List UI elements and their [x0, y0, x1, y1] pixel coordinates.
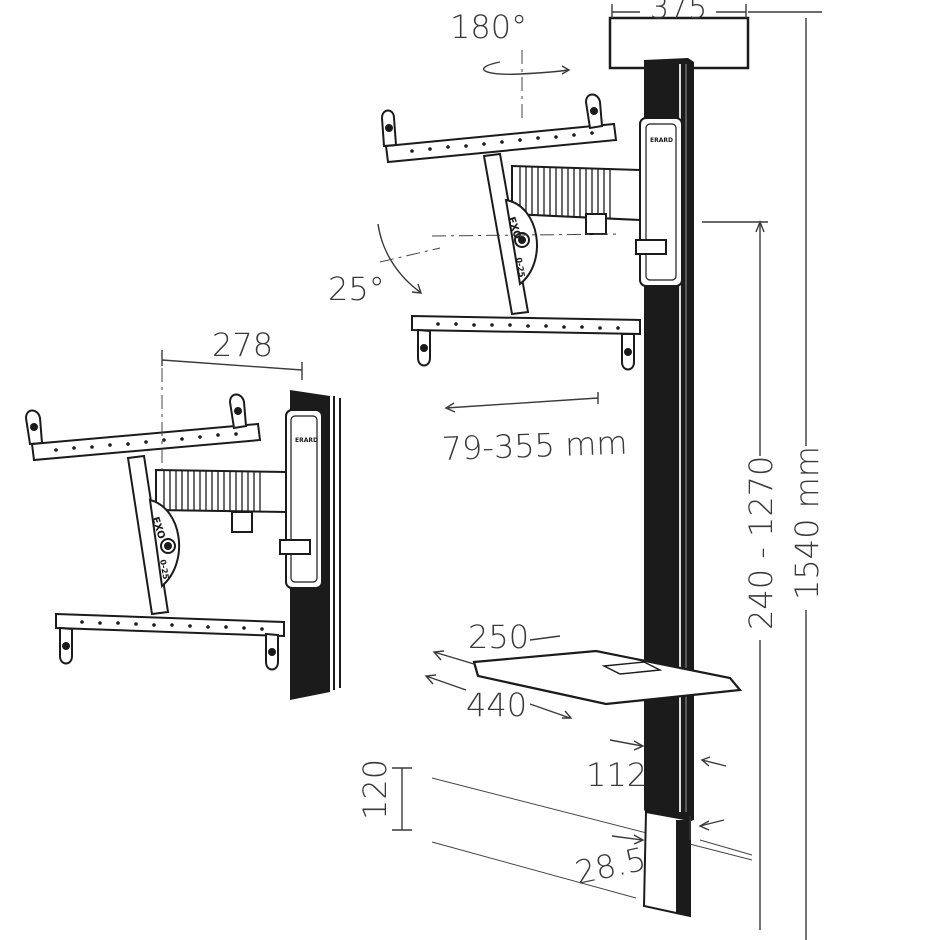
dim-1540-label: 1540 mm [788, 446, 826, 600]
size-top-label: 0-25 [514, 257, 526, 279]
floor-lines [431, 777, 753, 899]
dim-25-label: 25° [328, 270, 385, 308]
dim-250-label: 250 [468, 618, 529, 656]
mount-top-brand: ERARD [650, 137, 673, 144]
top-mount: ERARD EXO 0-25 [380, 93, 683, 371]
dim-120-label: 120 [356, 759, 394, 820]
mount-side-brand: ERARD [295, 437, 318, 444]
dim-375-label: 375 [650, 0, 707, 26]
glass-shelf [472, 649, 743, 706]
side-mount: ERARD EXO 0-25 [24, 393, 323, 671]
dim-440-label: 440 [466, 686, 527, 724]
size-side-label: 0-25 [158, 559, 170, 581]
dim-112-label: 112 [586, 756, 647, 794]
dim-79-355-label: 79-355 mm [441, 424, 628, 468]
dim-28-5-label: 28.5 [572, 840, 650, 892]
dim-180-label: 180° [450, 8, 527, 46]
dim-278-label: 278 [212, 326, 273, 364]
dimension-labels: 375 180° 25° 278 79-355 mm 240 - 1270 15… [212, 0, 826, 892]
dimension-lines [161, 4, 822, 940]
dim-240-1270-label: 240 - 1270 [742, 456, 780, 630]
